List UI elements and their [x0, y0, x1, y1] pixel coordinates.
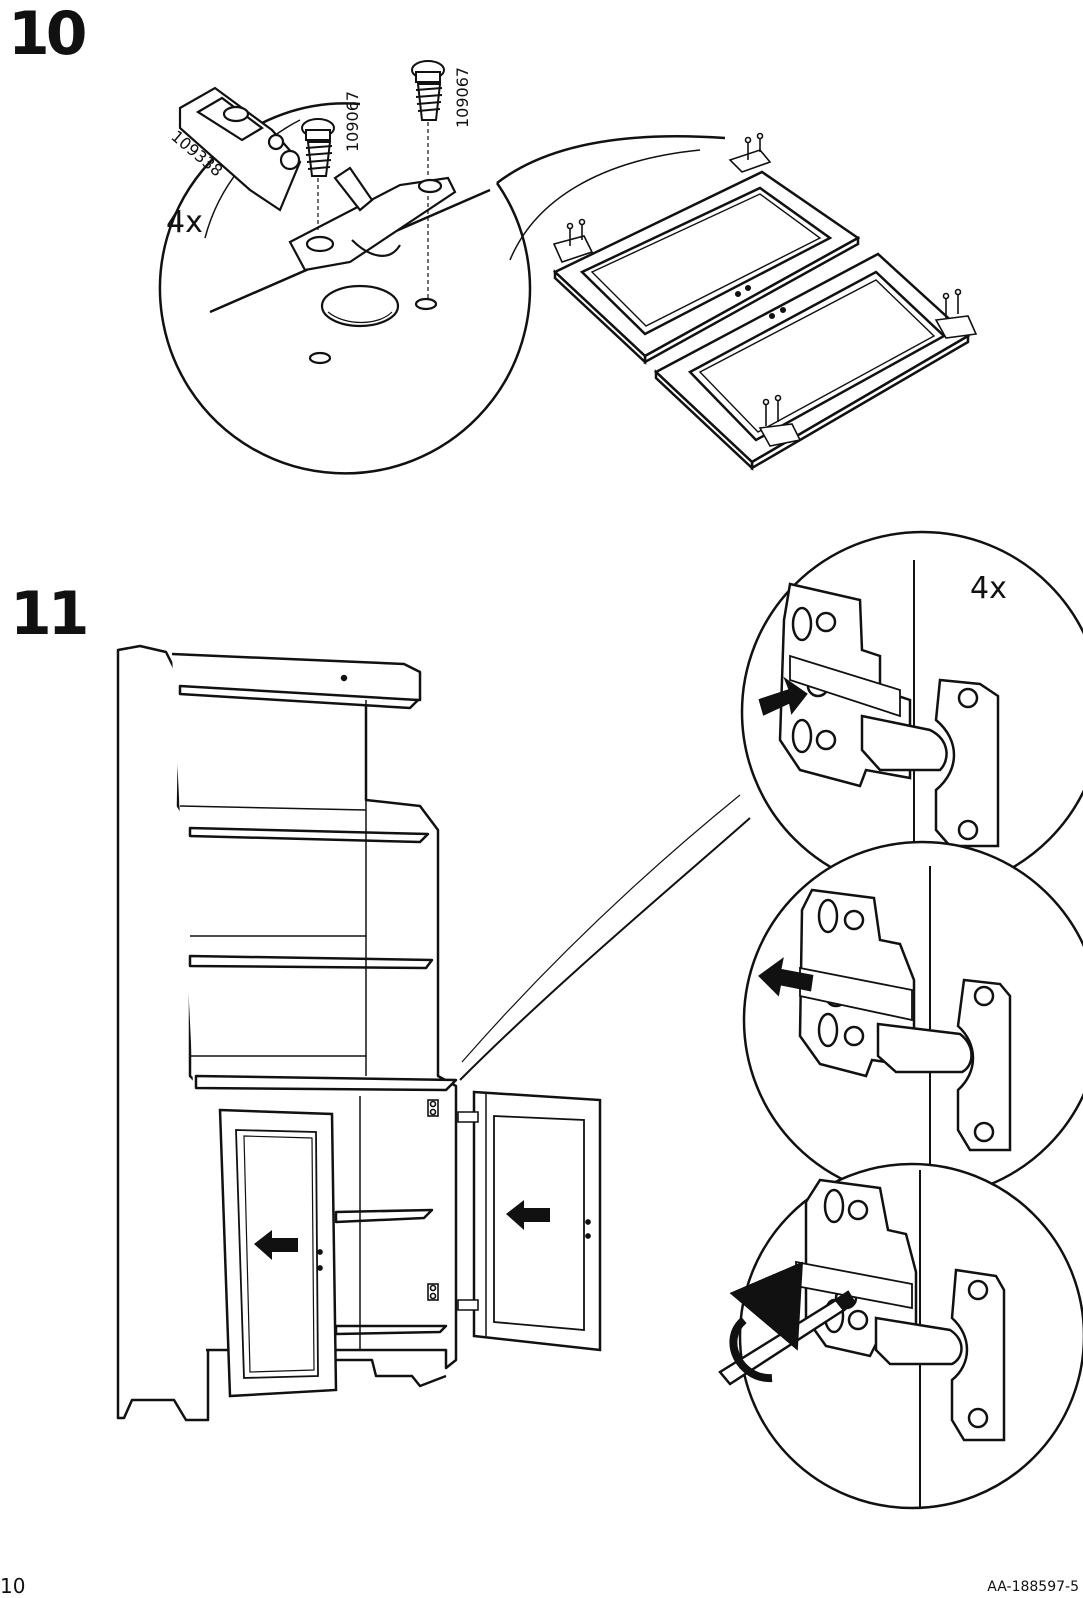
cup-hole — [310, 286, 436, 363]
detail-circle-top — [742, 532, 1083, 892]
quantity-label-step-10: 4x — [166, 205, 203, 240]
document-code: AA-188597-5 — [987, 1579, 1079, 1595]
quantity-label-step-11: 4x — [970, 571, 1007, 606]
screw-109067-left — [302, 119, 334, 230]
part-label-109067-right: 109067 — [453, 67, 472, 128]
page-number: 10 — [0, 1574, 25, 1598]
left-door-open — [220, 1110, 336, 1396]
part-label-109067-left: 109067 — [343, 91, 362, 152]
detail-circle-middle — [744, 842, 1083, 1198]
step-11-callout-leaders — [460, 795, 750, 1080]
mounting-plate — [290, 168, 455, 270]
detail-circle-bottom — [720, 1164, 1083, 1508]
